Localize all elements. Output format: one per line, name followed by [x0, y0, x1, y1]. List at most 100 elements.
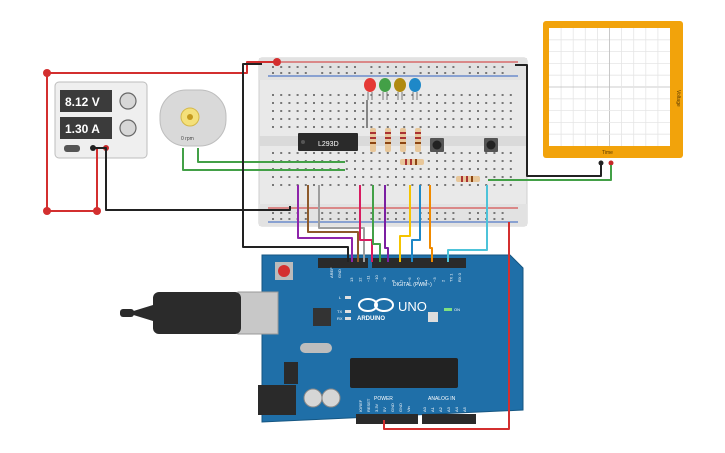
analog-in-label: ANALOG IN	[428, 396, 456, 402]
pin-label: A3	[446, 406, 451, 412]
resistor-6[interactable]	[456, 176, 480, 182]
power-label: POWER	[374, 396, 393, 402]
wire-scope-green	[488, 165, 612, 181]
arduino-brand: ARDUINO	[357, 316, 385, 322]
pin-label: Vin	[406, 406, 411, 412]
pin-label: ~6	[407, 277, 412, 282]
current-display	[60, 117, 112, 139]
l293d-chip[interactable]: L293D	[298, 133, 358, 151]
wire-yellow	[399, 185, 411, 262]
on-led-label: ON	[454, 307, 460, 312]
pin-label: A2	[438, 406, 443, 412]
gnd-label: GND	[337, 269, 342, 278]
resistor-2[interactable]	[385, 128, 391, 152]
pin-label: 3.3V	[374, 403, 379, 412]
oscilloscope[interactable]: Voltage Time	[543, 21, 683, 166]
wire-scope-black	[515, 64, 602, 177]
pin-label: GND	[390, 403, 395, 412]
pin-label: A1	[430, 406, 435, 412]
usb-chip	[313, 308, 331, 326]
digital-header-low	[372, 258, 466, 268]
wire-violet	[384, 185, 389, 262]
pin-label: 8	[391, 279, 396, 282]
atmega-chip	[350, 358, 458, 388]
power-supply[interactable]: 8.12 V 1.30 A	[54, 81, 148, 159]
wire-psu-black	[93, 147, 291, 211]
wire-5v-red	[383, 222, 510, 430]
wire-psu-red-top	[47, 61, 277, 74]
pin-label: TX 1	[449, 273, 454, 282]
led-rx-label: RX	[337, 316, 343, 321]
wire-green	[372, 185, 381, 262]
wire-orange	[429, 185, 433, 262]
scope-y-label: Voltage	[675, 90, 681, 107]
wire-purple	[297, 185, 353, 262]
pin-label: A0	[422, 406, 427, 412]
reset-button[interactable]	[278, 265, 290, 277]
voltage-display	[60, 90, 112, 112]
wires[interactable]	[43, 58, 612, 430]
led-blue[interactable]	[409, 78, 421, 100]
wire-pink	[359, 185, 373, 262]
scope-probe-positive[interactable]	[608, 160, 614, 166]
usb-port[interactable]	[237, 291, 279, 335]
pin-label: ~11	[366, 275, 371, 282]
analog-header	[422, 414, 476, 424]
aref-label: AREF	[329, 267, 334, 278]
voltage-regulator	[284, 362, 298, 384]
voltage-knob[interactable]	[119, 92, 137, 110]
wire-gray	[318, 185, 365, 262]
arduino-uno[interactable]: ARDUINO UNO DIGITAL (PWM~) POWER ANALOG …	[120, 254, 524, 424]
breadboard[interactable]	[258, 57, 528, 227]
pin-label: ~5	[415, 277, 420, 282]
pin-label: ~10	[374, 274, 379, 282]
pushbutton-2[interactable]	[484, 138, 498, 152]
led-tx	[345, 310, 351, 313]
pin-label: RESET	[366, 398, 371, 412]
chip-label: L293D	[318, 141, 339, 148]
pin-label: 12	[357, 277, 362, 282]
arduino-model: UNO	[398, 299, 427, 314]
wire-motor-black	[182, 148, 345, 171]
led-l	[345, 296, 351, 299]
pin-label: ~3	[432, 277, 437, 282]
led-rx	[345, 317, 351, 320]
pin-label: A5	[462, 406, 467, 412]
current-knob[interactable]	[119, 119, 137, 137]
arduino-logo-icon	[358, 298, 394, 312]
led-yellow[interactable]	[394, 78, 406, 100]
digital-header-high	[318, 258, 368, 268]
led-l-label: L	[339, 295, 342, 300]
motor-speed: 0 rpm	[181, 136, 194, 142]
voltage-readout: 8.12 V	[65, 95, 100, 109]
power-header	[356, 414, 418, 424]
resistor-3[interactable]	[400, 128, 406, 152]
resistor-5[interactable]	[400, 159, 424, 165]
pin-label: ~9	[382, 277, 387, 282]
pin-label: 4	[424, 279, 429, 282]
scope-x-label: Time	[602, 150, 613, 156]
digital-pwm-label: DIGITAL (PWM~)	[393, 282, 432, 288]
led-green[interactable]	[379, 78, 391, 100]
power-switch[interactable]	[64, 145, 80, 152]
pin-label: RX 0	[457, 272, 462, 282]
wire-cyan	[447, 185, 488, 262]
icsp-header	[428, 312, 438, 322]
wire-motor-red	[197, 148, 345, 163]
led-red[interactable]	[364, 78, 376, 100]
pin-label: GND	[398, 403, 403, 412]
pin-label: IOREF	[358, 399, 363, 412]
resistor-4[interactable]	[415, 128, 421, 152]
scope-grid	[549, 28, 670, 146]
scope-probe-negative[interactable]	[598, 160, 604, 166]
pushbutton-1[interactable]	[430, 138, 444, 152]
breadboard-holes	[272, 66, 512, 220]
dc-motor[interactable]: 0 rpm	[159, 89, 227, 147]
resistor-1[interactable]	[370, 128, 376, 152]
dc-jack[interactable]	[258, 385, 296, 415]
usb-cable[interactable]	[153, 292, 241, 334]
